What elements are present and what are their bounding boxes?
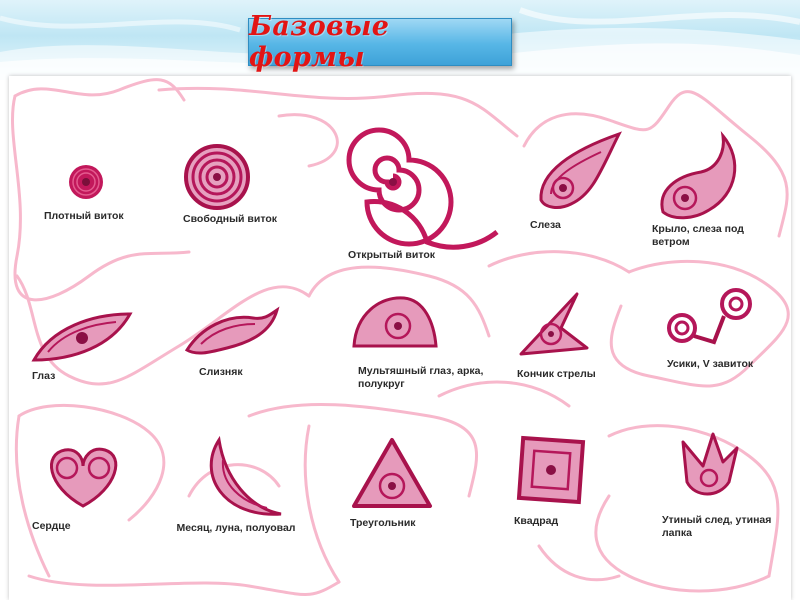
shapes-panel: Плотный виток Свободный виток Открытый в…: [9, 76, 791, 600]
cartoon-eye-shape: [352, 296, 438, 348]
square-shape: [516, 435, 586, 505]
header-band: Базовые формы: [0, 0, 800, 80]
page-title: Базовые формы: [249, 11, 390, 73]
label-cartoon-eye: Мультяшный глаз, арка, полукруг: [358, 365, 484, 390]
label-duck-foot: Утиный след, утиная лапка: [662, 514, 772, 539]
label-slug: Слизняк: [199, 366, 243, 378]
tight-coil-shape: [69, 165, 103, 199]
label-open-coil: Открытый виток: [348, 249, 436, 261]
arrowhead-shape: [519, 292, 589, 356]
crescent-shape: [209, 435, 282, 516]
label-loose-coil: Свободный виток: [183, 213, 278, 225]
tendrils-shape: [667, 288, 752, 345]
loose-coil-shape: [184, 144, 250, 210]
label-crescent: Месяц, луна, полуовал: [176, 522, 296, 534]
label-square: Квадрад: [514, 515, 559, 527]
triangle-shape: [352, 438, 432, 508]
label-triangle: Треугольник: [350, 517, 416, 529]
teardrop-shape: [539, 131, 622, 209]
open-coil-shape: [346, 127, 499, 250]
label-arrowhead: Кончик стрелы: [517, 368, 596, 380]
heart-shape: [49, 447, 118, 508]
slug-shape: [184, 306, 280, 355]
eye-shape: [31, 312, 133, 362]
label-heart: Сердце: [32, 520, 71, 532]
title-box: Базовые формы: [248, 11, 512, 73]
label-eye: Глаз: [32, 370, 56, 382]
wing-shape: [660, 130, 737, 220]
label-tendrils: Усики, V завиток: [667, 358, 754, 370]
label-teardrop: Слеза: [530, 219, 561, 231]
label-tight-coil: Плотный виток: [44, 210, 124, 222]
label-wing: Крыло, слеза под ветром: [652, 223, 744, 248]
duck-foot-shape: [681, 432, 739, 496]
decorative-ribbons: [11, 78, 790, 596]
